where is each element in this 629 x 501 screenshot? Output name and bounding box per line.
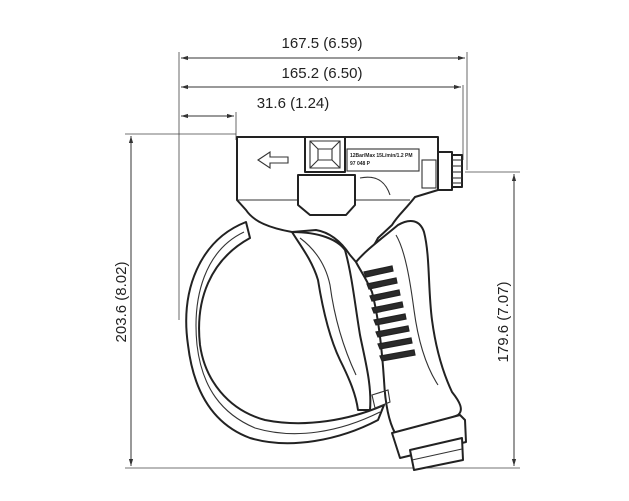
overall-width-label: 167.5 (6.59) [282, 35, 363, 52]
body-width-label: 165.2 (6.50) [282, 65, 363, 82]
trigger [291, 231, 372, 411]
trigger-guard [185, 221, 385, 445]
inlet-fitting [391, 414, 467, 459]
label-plate-line2: 97 048 P [350, 161, 371, 167]
label-plate-line1: 12Bar/Max 15L/min/1.2 PM [350, 153, 413, 159]
extension-lines [125, 52, 520, 469]
grip-ridges [363, 265, 416, 362]
spray-gun: 12Bar/Max 15L/min/1.2 PM 97 048 P [185, 136, 467, 471]
label-plate [346, 148, 420, 172]
overall-height-label: 203.6 (8.02) [113, 262, 130, 343]
nozzle-offset-label: 31.6 (1.24) [257, 95, 330, 112]
arrow-icon [257, 150, 289, 170]
outlet-coupling [437, 151, 453, 191]
handle-height-label: 179.6 (7.07) [495, 282, 512, 363]
dimension-lines [128, 55, 517, 466]
